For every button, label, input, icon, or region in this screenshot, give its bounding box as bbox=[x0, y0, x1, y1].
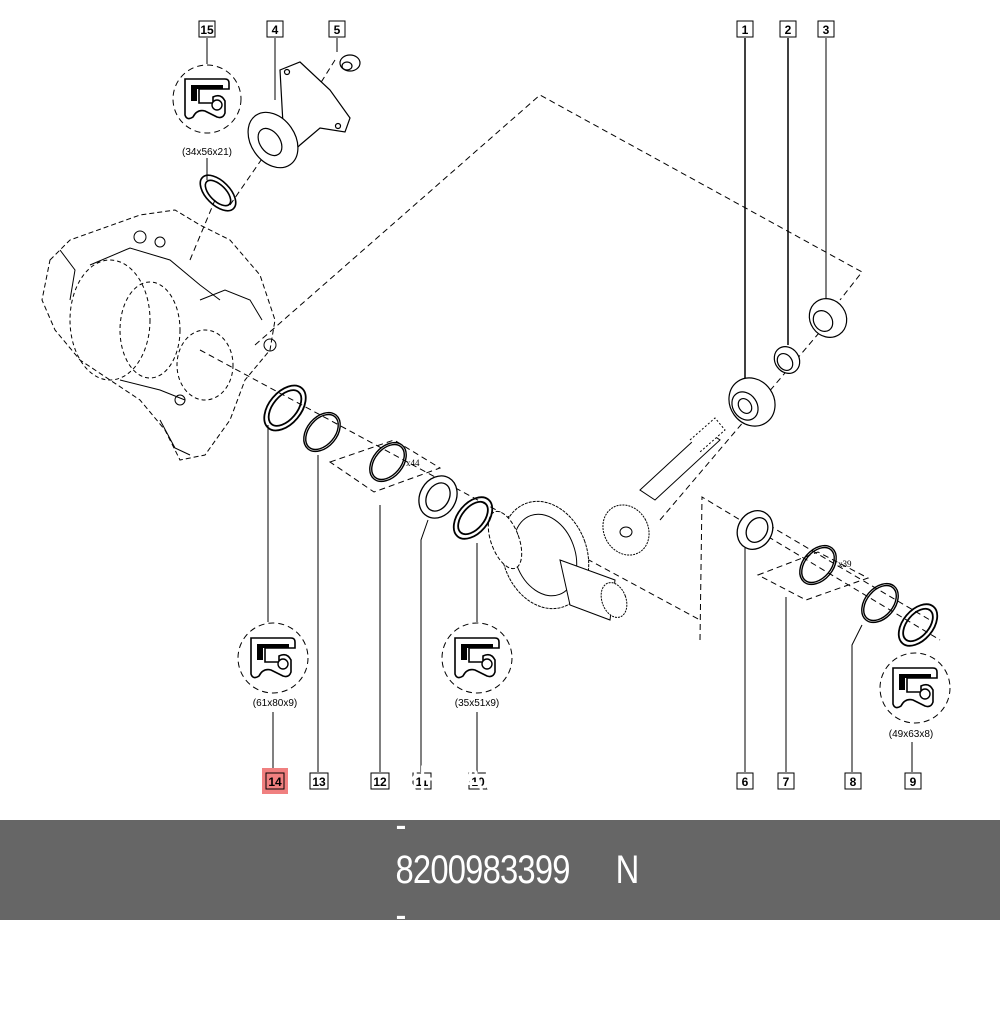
callout-6[interactable]: 6 bbox=[736, 772, 754, 790]
svg-text:1: 1 bbox=[742, 23, 749, 37]
oil-seal-10 bbox=[452, 496, 494, 540]
shim-7 bbox=[799, 544, 837, 586]
seal-dimensions-14: (61x80x9) bbox=[253, 698, 297, 709]
flange-nut bbox=[339, 54, 361, 72]
position-separator: - bbox=[395, 892, 406, 937]
svg-text:9: 9 bbox=[910, 775, 917, 789]
seal-detail-10: (35x51x9) bbox=[441, 622, 513, 709]
seal-dimensions-15: (34x56x21) bbox=[182, 147, 232, 158]
shim-qty-12: x44 bbox=[406, 458, 420, 468]
output-flange bbox=[247, 61, 351, 169]
shim-12 bbox=[369, 441, 407, 483]
snap-ring-8 bbox=[861, 582, 899, 624]
diagram-canvas: x44 x39 (34x56x21) (61x80x9) (35x51x9) (… bbox=[41, 20, 951, 794]
seal-dimensions-10: (35x51x9) bbox=[455, 698, 499, 709]
pinion-shaft bbox=[602, 417, 726, 556]
shim-qty-7: x39 bbox=[838, 559, 852, 569]
part-number: 8200983399 bbox=[395, 847, 570, 892]
svg-text:7: 7 bbox=[783, 775, 790, 789]
brand-name: RENAULT bbox=[395, 757, 541, 802]
bearing-3 bbox=[808, 298, 848, 338]
bearing-race-2 bbox=[773, 346, 801, 374]
callout-13[interactable]: 13 bbox=[309, 772, 329, 790]
svg-text:6: 6 bbox=[742, 775, 749, 789]
callout-15[interactable]: 15 bbox=[198, 20, 216, 38]
bearing-6 bbox=[736, 510, 774, 550]
callout-3[interactable]: 3 bbox=[817, 20, 835, 38]
position-prefix: N bbox=[615, 847, 639, 892]
seal-profile-icon bbox=[892, 667, 938, 709]
seal-profile-icon bbox=[250, 637, 296, 679]
seal-profile-icon bbox=[184, 78, 230, 120]
position-number: 14 bbox=[395, 937, 431, 982]
seal-detail-9: (49x63x8) bbox=[879, 652, 951, 740]
bearing-11 bbox=[418, 475, 458, 519]
part-info-footer: RENAULT - 8200983399 N - 14 bbox=[0, 758, 1000, 982]
differential-ring-gear bbox=[487, 500, 628, 621]
svg-text:5: 5 bbox=[334, 23, 341, 37]
callout-12[interactable]: 12 bbox=[370, 772, 390, 790]
svg-text:14: 14 bbox=[268, 775, 282, 789]
callout-14-highlighted[interactable]: 14 bbox=[262, 768, 288, 794]
part-info-text: RENAULT - 8200983399 N - 14 bbox=[362, 713, 639, 1028]
callout-10[interactable]: 10 bbox=[468, 772, 488, 790]
svg-text:8: 8 bbox=[850, 775, 857, 789]
svg-text:13: 13 bbox=[312, 775, 326, 789]
callout-11[interactable]: 11 bbox=[412, 772, 432, 790]
oil-seal-15 bbox=[199, 174, 237, 212]
callout-2[interactable]: 2 bbox=[779, 20, 797, 38]
callout-1[interactable]: 1 bbox=[736, 20, 754, 38]
seal-detail-15: (34x56x21) bbox=[172, 38, 242, 180]
oil-seal-14 bbox=[263, 384, 307, 432]
svg-text:10: 10 bbox=[471, 775, 485, 789]
seal-dimensions-9: (49x63x8) bbox=[889, 729, 933, 740]
callout-7[interactable]: 7 bbox=[777, 772, 795, 790]
svg-text:3: 3 bbox=[823, 23, 830, 37]
svg-text:11: 11 bbox=[416, 775, 429, 789]
svg-text:15: 15 bbox=[200, 23, 214, 37]
svg-text:12: 12 bbox=[373, 775, 387, 789]
oil-seal-9 bbox=[897, 603, 939, 647]
leader-lines bbox=[267, 38, 913, 772]
callout-5[interactable]: 5 bbox=[328, 20, 346, 38]
exploded-parts-diagram: x44 x39 (34x56x21) (61x80x9) (35x51x9) (… bbox=[41, 20, 951, 794]
snap-ring-13 bbox=[303, 411, 341, 453]
seal-profile-icon bbox=[454, 637, 500, 679]
seal-detail-14: (61x80x9) bbox=[237, 622, 309, 709]
brand-separator: - bbox=[395, 802, 406, 847]
callout-9[interactable]: 9 bbox=[904, 772, 922, 790]
svg-text:2: 2 bbox=[785, 23, 792, 37]
transmission-housing bbox=[41, 209, 277, 461]
callout-8[interactable]: 8 bbox=[844, 772, 862, 790]
bearing-1 bbox=[728, 377, 776, 427]
callout-4[interactable]: 4 bbox=[266, 20, 284, 38]
svg-text:4: 4 bbox=[272, 23, 279, 37]
